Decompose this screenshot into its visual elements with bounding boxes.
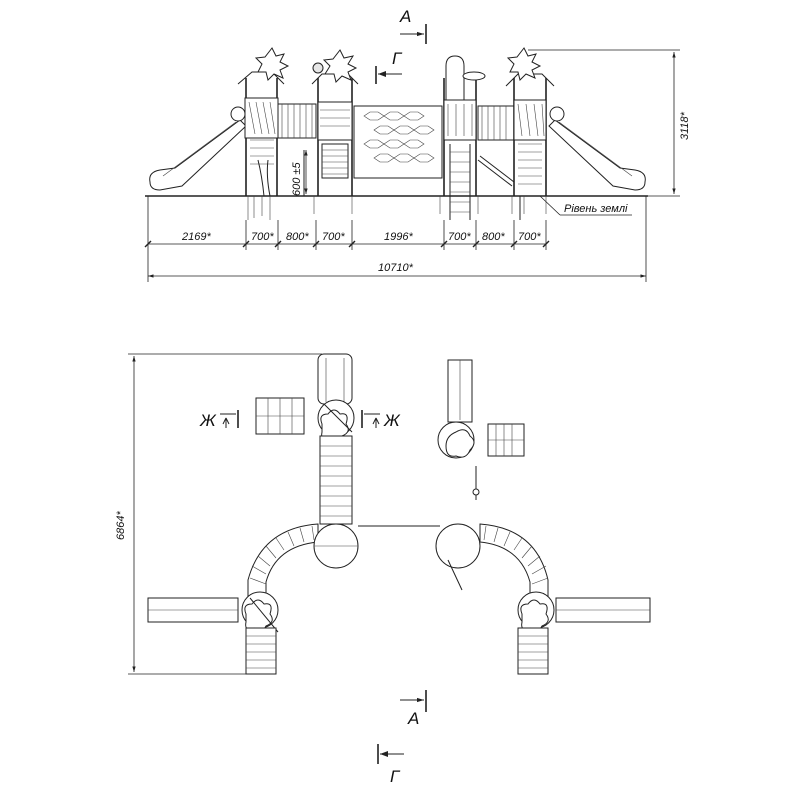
- section-zh-left-label: Ж: [199, 411, 217, 430]
- plan-ramp-bottom-right: [518, 628, 548, 674]
- tower-left: [238, 72, 284, 196]
- plan-view: 6864*: [115, 354, 650, 786]
- hex-climbing-net: [354, 106, 442, 178]
- plan-bridge-left: [320, 436, 352, 524]
- slide-entry-hood-left: [231, 107, 245, 121]
- dim-segment-3: 800*: [286, 231, 309, 243]
- star-crown-right: [508, 48, 540, 80]
- elevation-view: Рівень землі 600 ±5 3118*: [145, 7, 691, 282]
- section-a-top-label: А: [399, 7, 411, 26]
- bridge-right: [478, 106, 514, 140]
- section-a-bottom-label: А: [407, 709, 419, 728]
- dim-segment-8: 700*: [518, 231, 541, 243]
- plan-fireman-pole: [448, 560, 462, 590]
- dim-segment-4: 700*: [322, 231, 345, 243]
- platform-height-label: 600 ±5: [291, 162, 303, 196]
- slide-entry-hood-right: [550, 107, 564, 121]
- dim-segment-1: 2169*: [181, 231, 211, 243]
- dim-segment-5: 1996*: [384, 231, 413, 243]
- tower-right: [506, 74, 554, 220]
- tower-mid-right: [444, 56, 486, 220]
- section-mark-zh-left: Ж: [199, 410, 238, 430]
- right-slide: [549, 120, 645, 190]
- steering-wheel: [313, 63, 323, 73]
- plan-crown-top-right: [446, 430, 474, 457]
- section-zh-right-label: Ж: [383, 411, 401, 430]
- section-mark-a-bottom: А: [400, 690, 426, 728]
- star-crown-left: [256, 48, 288, 80]
- total-length-label: 10710*: [378, 262, 414, 274]
- left-slide: [150, 120, 246, 190]
- segment-dimensions: 2169* 700* 800* 700* 1996* 700* 800* 700…: [145, 196, 646, 282]
- plan-platform-mid-right: [436, 524, 480, 568]
- section-g-bottom-label: Г: [390, 767, 401, 786]
- section-mark-a-top: А: [399, 7, 426, 44]
- dim-segment-2: 700*: [251, 231, 274, 243]
- ground-label-leader: [540, 196, 560, 215]
- ground-label: Рівень землі: [564, 203, 628, 215]
- plan-ramp-bottom-left: [246, 628, 276, 674]
- star-crown-mid-left: [324, 50, 356, 82]
- height-label: 3118*: [679, 111, 691, 140]
- stairs-right: [478, 156, 514, 186]
- dim-segment-6: 700*: [448, 231, 471, 243]
- depth-label: 6864*: [115, 511, 127, 540]
- section-mark-g-top: Г: [376, 49, 403, 84]
- dim-segment-7: 800*: [482, 231, 505, 243]
- section-mark-zh-right: Ж: [362, 410, 401, 430]
- plan-slide-top-left: [318, 354, 352, 404]
- tower-mid-left: [304, 74, 358, 196]
- plan-curved-slide-left: [248, 524, 318, 600]
- bridge-left: [278, 104, 316, 138]
- section-g-top-label: Г: [392, 49, 403, 68]
- plan-curved-slide-right: [480, 524, 548, 600]
- section-mark-g-bottom: Г: [378, 744, 404, 786]
